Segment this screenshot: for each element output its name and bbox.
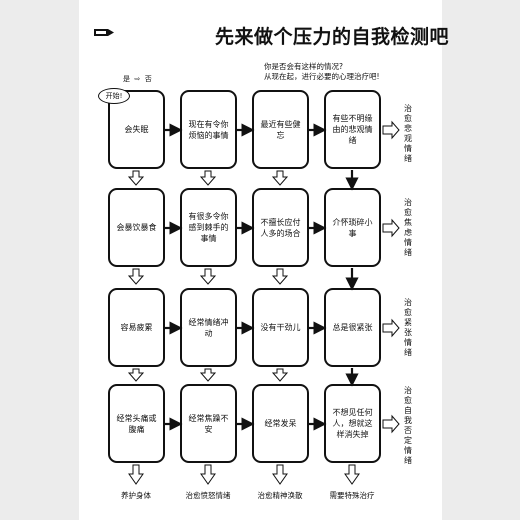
question-box: 现在有令你烦恼的事情 xyxy=(180,90,237,169)
outcome-label-bottom: 需要特殊治疗 xyxy=(329,491,375,500)
outcome-label-right: 治愈紧张情绪 xyxy=(404,298,412,357)
legend-no-label: 否 xyxy=(144,75,152,83)
question-box: 会失眠 xyxy=(108,90,165,169)
legend-yes-label: 是 xyxy=(123,75,130,83)
intro-line-1: 你是否会有这样的情况? xyxy=(264,62,343,71)
legend: 是 ⇨ 否 xyxy=(123,74,152,84)
question-box: 总是很紧张 xyxy=(324,288,381,367)
question-box: 没有干劲儿 xyxy=(252,288,309,367)
pencil-icon xyxy=(94,29,114,36)
outcome-label-bottom: 养护身体 xyxy=(121,491,151,500)
legend-arrow-icon: ⇨ xyxy=(132,75,143,83)
outline-right-arrows xyxy=(382,120,400,434)
question-box: 经常情绪冲动 xyxy=(180,288,237,367)
question-box: 有很多令你感到棘手的事情 xyxy=(180,188,237,267)
question-box: 有些不明缘由的悲观情绪 xyxy=(324,90,381,169)
outline-down-arrows xyxy=(127,170,360,485)
question-box: 不想见任何人，想就这样消失掉 xyxy=(324,384,381,463)
outcome-label-bottom: 治愈精神涣散 xyxy=(257,491,303,500)
question-box: 介怀琐碎小事 xyxy=(324,188,381,267)
intro-text: 你是否会有这样的情况? 从现在起，进行必要的心理治疗吧! xyxy=(264,62,380,82)
outcome-label-right: 治愈焦虑情绪 xyxy=(404,198,412,257)
question-box: 经常焦躁不安 xyxy=(180,384,237,463)
question-box: 经常头痛或腹痛 xyxy=(108,384,165,463)
outcome-label-right: 治愈自我否定情绪 xyxy=(404,386,412,465)
question-box: 不擅长应付人多的场合 xyxy=(252,188,309,267)
outcome-label-bottom: 治愈愤怒情绪 xyxy=(185,491,231,500)
intro-line-2: 从现在起，进行必要的心理治疗吧! xyxy=(264,72,380,81)
start-badge: 开始! xyxy=(98,88,130,104)
yes-arrows xyxy=(165,123,359,431)
question-box: 会暴饮暴食 xyxy=(108,188,165,267)
outcome-label-right: 治愈悲观情绪 xyxy=(404,104,412,163)
question-box: 容易疲累 xyxy=(108,288,165,367)
